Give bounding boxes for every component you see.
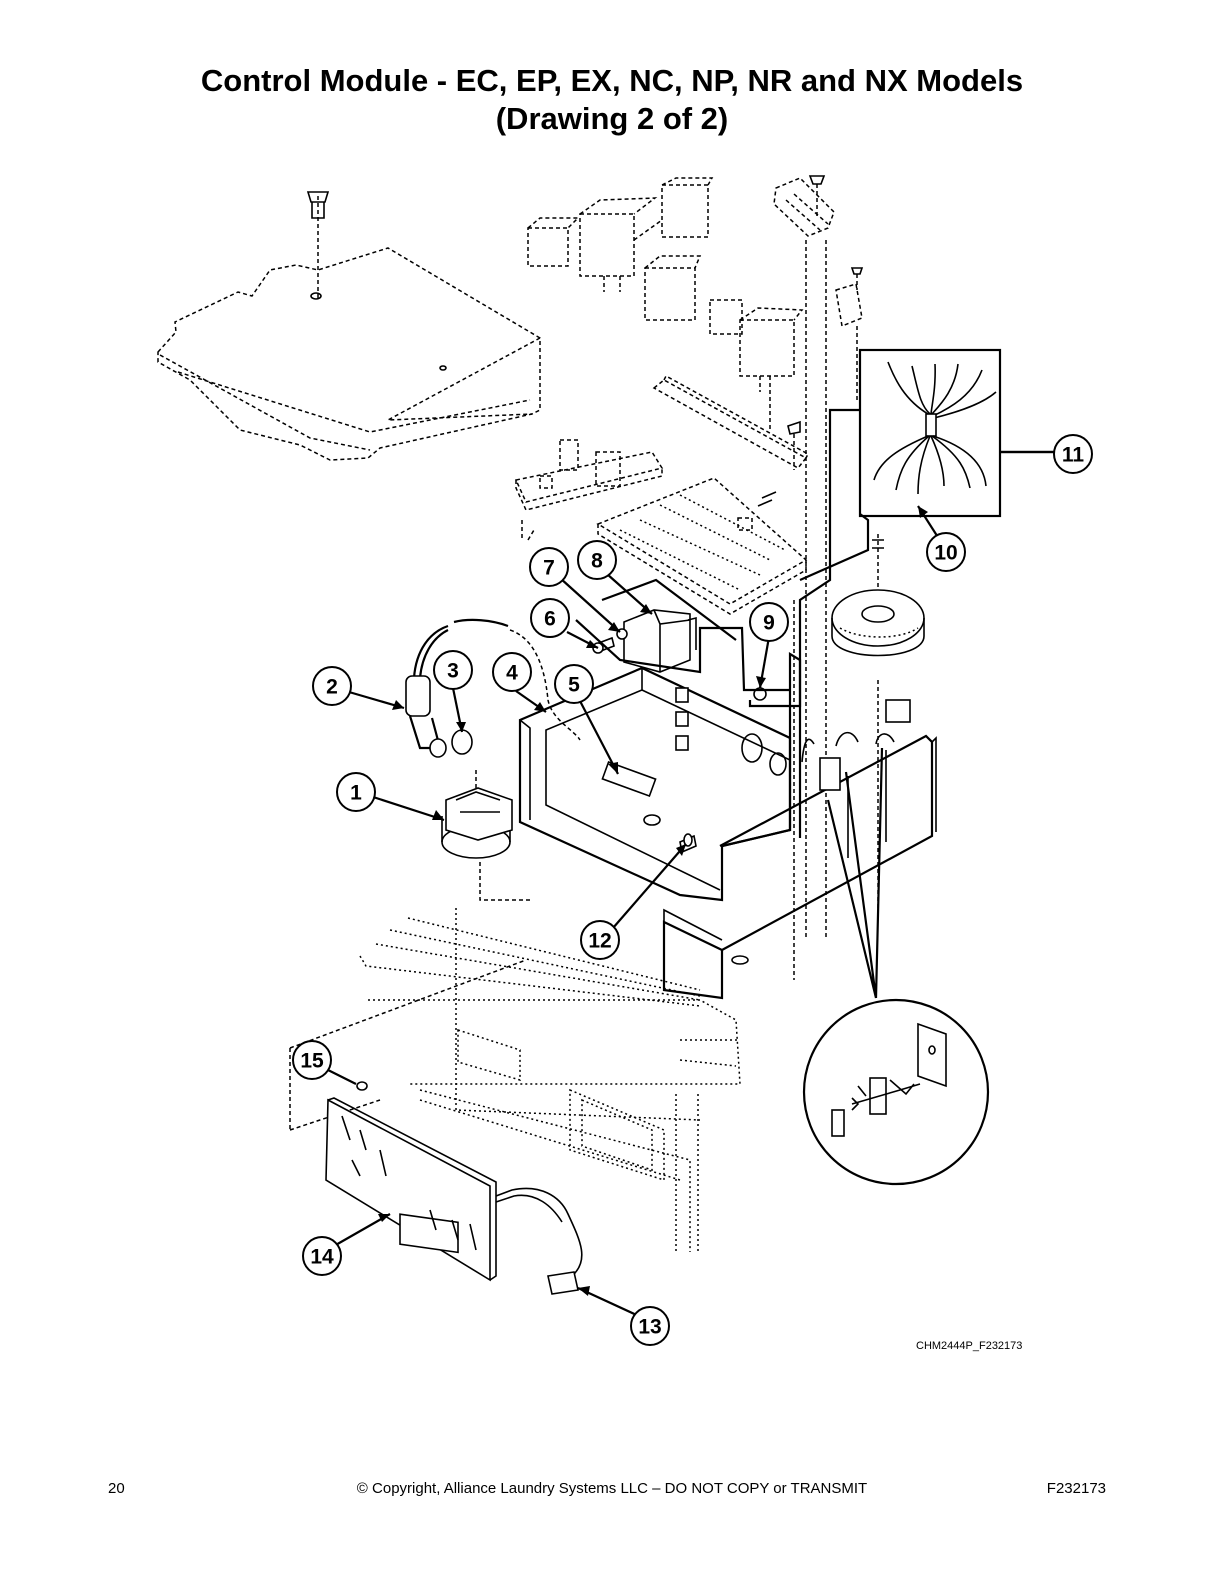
transformer-toroid-drawing	[831, 539, 925, 657]
svg-text:13: 13	[638, 1316, 661, 1339]
page-title: Control Module - EC, EP, EX, NC, NP, NR …	[200, 63, 1024, 98]
page-subtitle: (Drawing 2 of 2)	[495, 101, 729, 136]
svg-text:15: 15	[300, 1050, 324, 1073]
callout-7: 7	[529, 547, 569, 587]
svg-text:9: 9	[763, 612, 775, 635]
callout-2: 2	[312, 666, 352, 706]
svg-text:2: 2	[326, 676, 338, 699]
document-number: F232173	[1046, 1480, 1106, 1497]
svg-text:11: 11	[1062, 444, 1085, 467]
callout-14: 14	[302, 1236, 342, 1276]
callout-5: 5	[554, 664, 594, 704]
detail-view-drawing	[802, 998, 990, 1186]
svg-text:3: 3	[447, 660, 459, 683]
svg-text:12: 12	[588, 930, 611, 953]
copyright-notice: © Copyright, Alliance Laundry Systems LL…	[356, 1480, 868, 1497]
callout-12: 12	[580, 920, 620, 960]
callout-11: 11	[1053, 434, 1093, 474]
svg-text:1: 1	[350, 782, 362, 805]
svg-text:5: 5	[568, 674, 580, 697]
callout-1: 1	[336, 772, 376, 812]
callout-9: 9	[749, 602, 789, 642]
callout-15: 15	[292, 1040, 332, 1080]
pressure-switch-drawing	[441, 770, 532, 901]
drawing-id: CHM2444P_F232173	[916, 1340, 1023, 1352]
svg-text:14: 14	[310, 1246, 334, 1269]
relays-drawing	[527, 177, 804, 430]
page-number: 20	[108, 1480, 125, 1497]
terminal-strip-drawing	[773, 175, 835, 940]
arrowheads	[378, 506, 928, 1296]
small-parts-drawing	[575, 578, 790, 854]
mounting-bar-drawing	[652, 374, 809, 980]
control-panel-drawing	[289, 908, 741, 1252]
callout-8: 8	[577, 540, 617, 580]
callout-4: 4	[492, 652, 532, 692]
svg-text:4: 4	[506, 662, 518, 685]
svg-text:7: 7	[543, 557, 555, 580]
callout-6: 6	[530, 598, 570, 638]
callout-13: 13	[630, 1306, 670, 1346]
pc-boards-drawing	[514, 439, 808, 615]
control-board-drawing	[325, 1081, 583, 1295]
callout-3: 3	[433, 650, 473, 690]
svg-text:6: 6	[544, 608, 556, 631]
callout-10: 10	[926, 532, 966, 572]
small-relay-drawing	[835, 267, 864, 400]
hose-drawing	[405, 618, 581, 758]
svg-text:8: 8	[591, 550, 603, 573]
top-cover-drawing	[157, 191, 541, 461]
svg-text:10: 10	[934, 542, 957, 565]
